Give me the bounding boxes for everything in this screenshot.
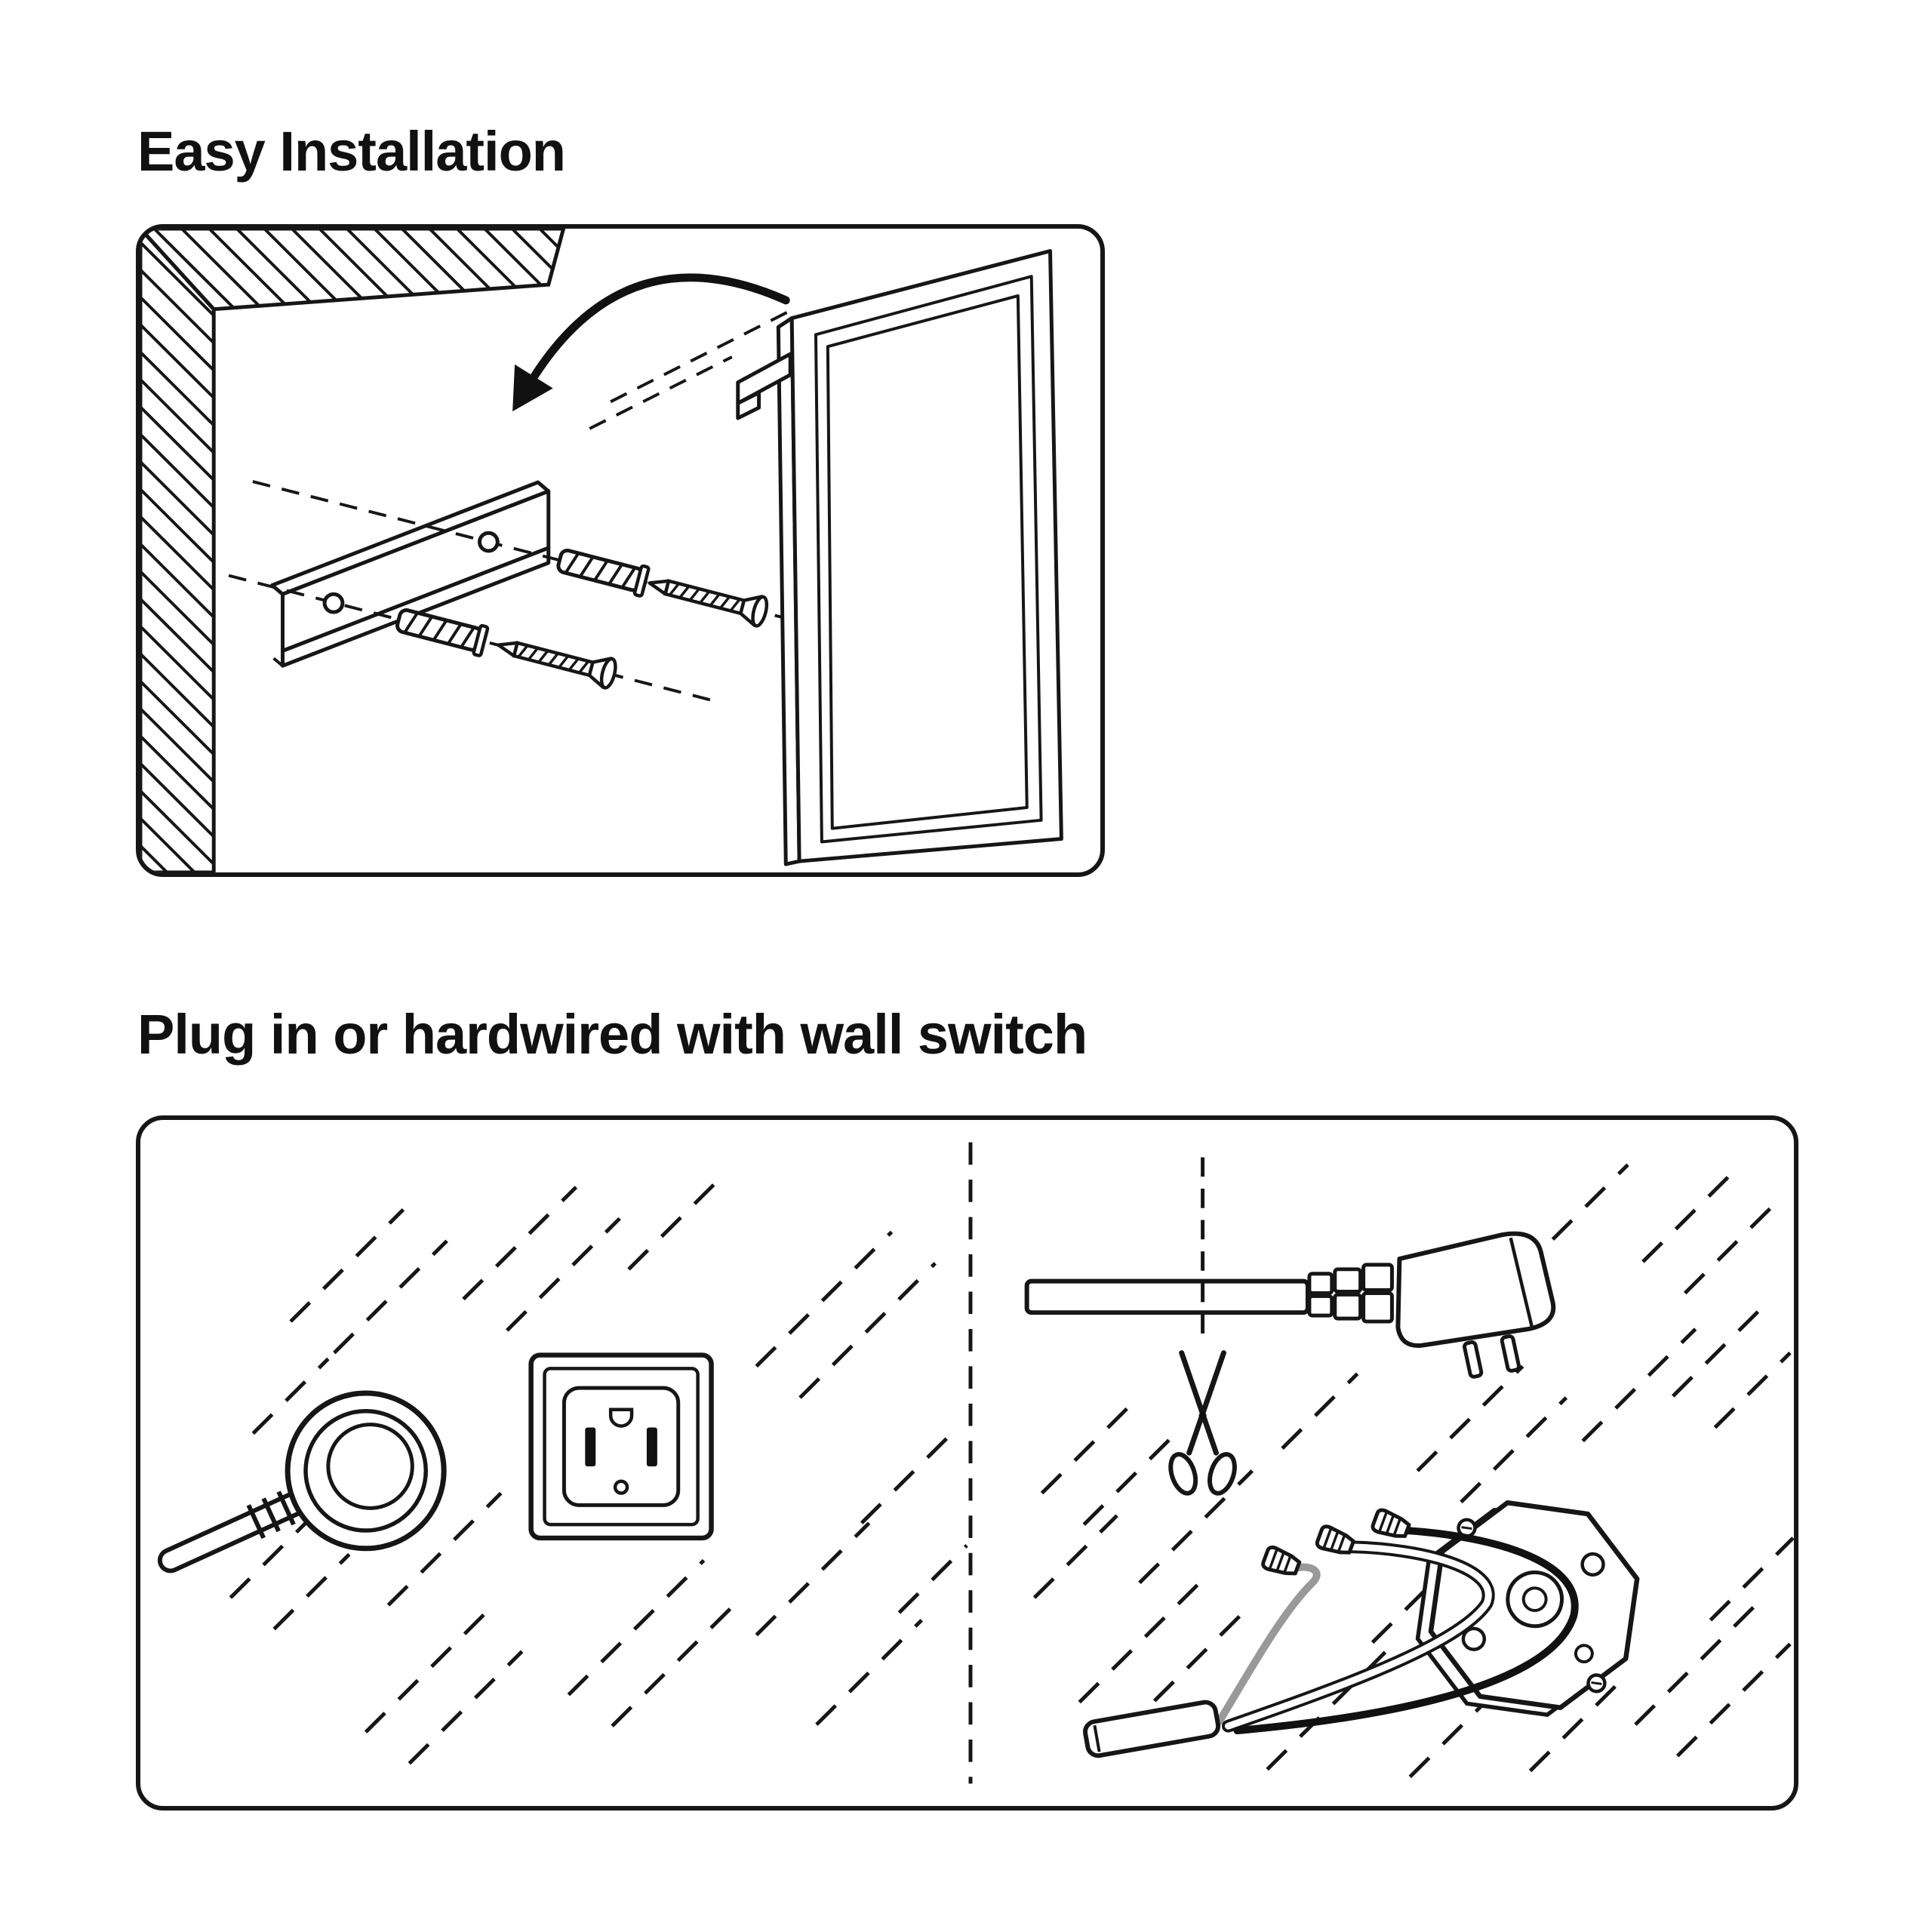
power-cord bbox=[1024, 1278, 1310, 1315]
easy-installation-figure bbox=[140, 229, 1063, 872]
mounting-bracket bbox=[270, 480, 551, 668]
wall-hatch bbox=[140, 229, 566, 872]
easy-installation-panel bbox=[136, 224, 1105, 877]
wall-outlet bbox=[528, 1352, 714, 1541]
wall-plug bbox=[1395, 1231, 1556, 1379]
wiring-panel bbox=[136, 1115, 1798, 1810]
power-plug bbox=[157, 1390, 447, 1574]
section-title-plug-hardwired: Plug in or hardwired with wall switch bbox=[137, 1003, 1088, 1066]
wire-white bbox=[1224, 1543, 1492, 1730]
curved-arrow-icon bbox=[512, 273, 790, 412]
hatch-marks bbox=[229, 1171, 968, 1765]
junction-box bbox=[1415, 1500, 1640, 1717]
wire-gray bbox=[1215, 1563, 1321, 1726]
section-title-easy-installation: Easy Installation bbox=[137, 120, 566, 183]
cable-sheath bbox=[1083, 1700, 1221, 1758]
hatch-marks bbox=[1032, 1163, 1794, 1779]
scissors-icon bbox=[1168, 1350, 1237, 1496]
wire-black bbox=[1233, 1527, 1579, 1735]
crimp-connectors bbox=[1307, 1263, 1394, 1324]
wiring-figure bbox=[157, 1142, 1794, 1784]
mirror-cleat bbox=[736, 352, 792, 420]
bracket-hole bbox=[322, 592, 345, 614]
mirror-panel bbox=[776, 249, 1063, 866]
bracket-hole bbox=[477, 531, 500, 553]
